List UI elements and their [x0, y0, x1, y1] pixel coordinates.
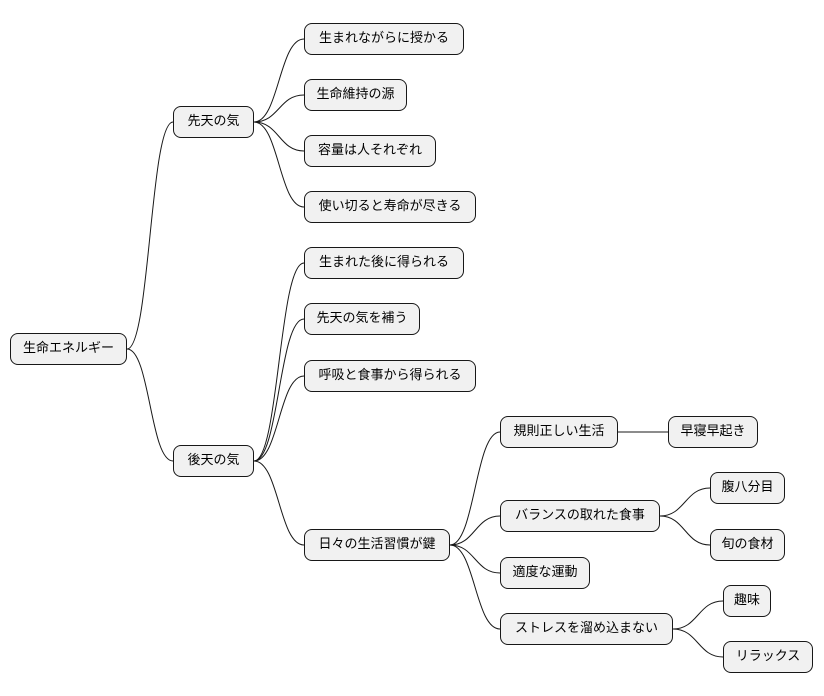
innate-item-1: 生まれながらに授かる — [304, 23, 464, 55]
edge-acquired-1 — [253, 262, 305, 462]
diet-child-2: 旬の食材 — [710, 529, 785, 561]
habits-node: 日々の生活習慣が鍵 — [304, 529, 450, 561]
acquired-qi-node: 後天の気 — [173, 445, 254, 477]
edge-root-acquired — [126, 348, 174, 462]
edge-innate-2 — [253, 94, 305, 123]
stress-child-2: リラックス — [723, 641, 813, 673]
edge-habits-2 — [449, 515, 501, 546]
innate-item-2: 生命維持の源 — [304, 79, 407, 111]
edge-innate-3 — [253, 121, 305, 152]
stress-child-1: 趣味 — [723, 585, 771, 617]
regular-life-node: 規則正しい生活 — [500, 416, 618, 448]
innate-item-3: 容量は人それぞれ — [304, 135, 436, 167]
edge-root-innate — [126, 121, 174, 350]
innate-item-4: 使い切ると寿命が尽きる — [304, 191, 476, 223]
exercise-node: 適度な運動 — [500, 557, 590, 589]
edge-innate-1 — [253, 38, 305, 123]
edge-acquired-4 — [253, 460, 305, 546]
edge-diet-1 — [659, 487, 711, 517]
edge-stress-2 — [672, 628, 724, 658]
edge-habits-3 — [449, 544, 501, 574]
edge-stress-1 — [672, 600, 724, 630]
diet-child-1: 腹八分目 — [710, 472, 785, 504]
stress-node: ストレスを溜め込まない — [500, 613, 673, 645]
edge-innate-4 — [253, 121, 305, 208]
root-node: 生命エネルギー — [10, 333, 127, 365]
edge-diet-2 — [659, 515, 711, 546]
acquired-item-3: 呼吸と食事から得られる — [304, 360, 476, 392]
edge-acquired-2 — [253, 318, 305, 462]
innate-qi-node: 先天の気 — [173, 106, 254, 138]
edge-acquired-3 — [253, 375, 305, 462]
balanced-diet-node: バランスの取れた食事 — [500, 500, 660, 532]
acquired-item-1: 生まれた後に得られる — [304, 247, 464, 279]
acquired-item-2: 先天の気を補う — [304, 303, 420, 335]
edge-habits-4 — [449, 544, 501, 630]
early-sleep-node: 早寝早起き — [668, 416, 758, 448]
edge-habits-1 — [449, 431, 501, 546]
